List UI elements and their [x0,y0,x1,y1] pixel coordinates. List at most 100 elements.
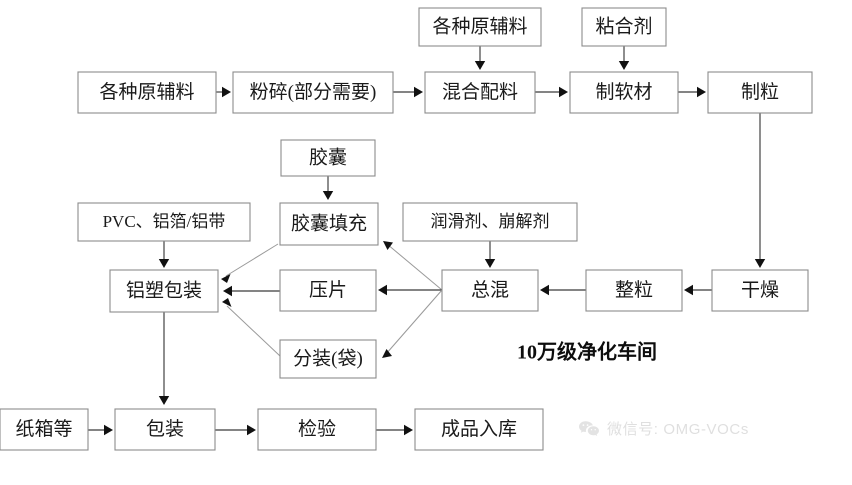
edge-line [386,243,443,291]
node-label: 混合配料 [442,81,518,103]
node-mix[interactable]: 混合配料 [424,71,536,114]
node-box [109,269,219,313]
node-box [114,408,216,451]
edge-inspect-to-warehouse [376,424,413,436]
edge-raw1-to-crush [216,86,231,98]
node-label: PVC、铝箔/铝带 [103,212,226,231]
node-box [585,269,683,312]
node-drying[interactable]: 干燥 [711,269,809,312]
node-label: 胶囊填充 [291,212,367,234]
node-tablet[interactable]: 压片 [279,269,377,312]
zone-label: 10万级净化车间 [517,340,657,364]
node-label: 检验 [298,418,336,440]
edges-layer [88,46,766,436]
node-box [279,339,377,379]
edge-drying-to-sizing [684,284,712,296]
nodes-layer: 各种原辅料粉碎(部分需要)各种原辅料混合配料粘合剂制软材制粒胶囊PVC、铝箔/铝… [0,7,813,451]
edge-bagging-to-alupack [222,298,281,357]
edge-capfill-to-alupack [221,243,279,283]
node-capsule[interactable]: 胶囊 [280,139,376,177]
watermark: 微信号: OMG-VOCs [578,418,749,439]
node-soften[interactable]: 制软材 [569,71,679,114]
node-label: 各种原辅料 [99,81,194,103]
node-box [279,269,377,312]
node-label: 分装(袋) [293,347,363,369]
edge-alupack-to-packing [158,312,170,405]
node-carton[interactable]: 纸箱等 [0,408,89,451]
arrow-head [222,86,231,98]
node-raw2[interactable]: 各种原辅料 [418,7,542,47]
node-box [414,408,544,451]
edge-line [225,243,279,277]
node-warehouse[interactable]: 成品入库 [414,408,544,451]
node-label: 胶囊 [309,146,347,168]
edge-tablet-to-alupack [223,285,280,297]
node-label: 铝塑包装 [126,279,202,301]
node-box [0,408,89,451]
node-label: 成品入库 [441,418,517,440]
arrow-head [474,61,486,70]
node-box [77,71,217,114]
arrow-head [222,298,232,307]
node-box [280,139,376,177]
node-box [424,71,536,114]
node-label: 压片 [309,279,347,301]
edge-granulate-to-drying [754,113,766,268]
arrow-head [404,424,413,436]
node-inspect[interactable]: 检验 [257,408,377,451]
edge-line [385,289,443,355]
edge-pvc-to-alupack [158,241,170,268]
node-label: 纸箱等 [15,418,72,440]
node-label: 制软材 [595,81,652,103]
arrow-head [618,61,630,70]
arrow-head [540,284,549,296]
node-raw1[interactable]: 各种原辅料 [77,71,217,114]
node-sizing[interactable]: 整粒 [585,269,683,312]
edge-lubricant-to-totalmix [484,241,496,268]
node-crush[interactable]: 粉碎(部分需要) [232,71,394,114]
node-capfill[interactable]: 胶囊填充 [279,202,379,246]
node-label: 包装 [146,418,184,440]
arrow-head [414,86,423,98]
node-totalmix[interactable]: 总混 [441,269,539,312]
edge-soften-to-granulate [678,86,706,98]
edge-totalmix-to-bagging [382,289,443,358]
node-lubricant[interactable]: 润滑剂、崩解剂 [402,202,578,242]
node-granulate[interactable]: 制粒 [707,71,813,114]
arrow-head [158,259,170,268]
arrow-head [383,241,393,250]
wechat-icon [578,420,600,438]
arrow-head [754,259,766,268]
node-box [707,71,813,114]
node-label: 粉碎(部分需要) [250,81,377,103]
node-packing[interactable]: 包装 [114,408,216,451]
node-label: 干燥 [741,279,779,301]
node-label: 总混 [471,279,509,301]
node-box [569,71,679,114]
edge-line [226,305,281,357]
edge-capsule-to-capfill [322,176,334,200]
node-box [279,202,379,246]
node-box [711,269,809,312]
edge-totalmix-to-capfill [383,241,443,291]
node-box [232,71,394,114]
arrow-head [247,424,256,436]
arrow-head [484,259,496,268]
watermark-text: 微信号: OMG-VOCs [607,421,749,438]
node-box [257,408,377,451]
edge-sizing-to-totalmix [540,284,586,296]
node-binder[interactable]: 粘合剂 [581,7,667,47]
node-box [441,269,539,312]
arrow-head [223,285,232,297]
edge-totalmix-to-tablet [378,284,442,296]
node-pvc[interactable]: PVC、铝箔/铝带 [77,202,251,242]
node-label: 润滑剂、崩解剂 [431,212,550,231]
node-label: 各种原辅料 [432,15,527,37]
arrow-head [382,349,392,358]
node-alupack[interactable]: 铝塑包装 [109,269,219,313]
edge-raw2-to-mix [474,46,486,70]
edge-crush-to-mix [393,86,423,98]
node-box [418,7,542,47]
node-bagging[interactable]: 分装(袋) [279,339,377,379]
